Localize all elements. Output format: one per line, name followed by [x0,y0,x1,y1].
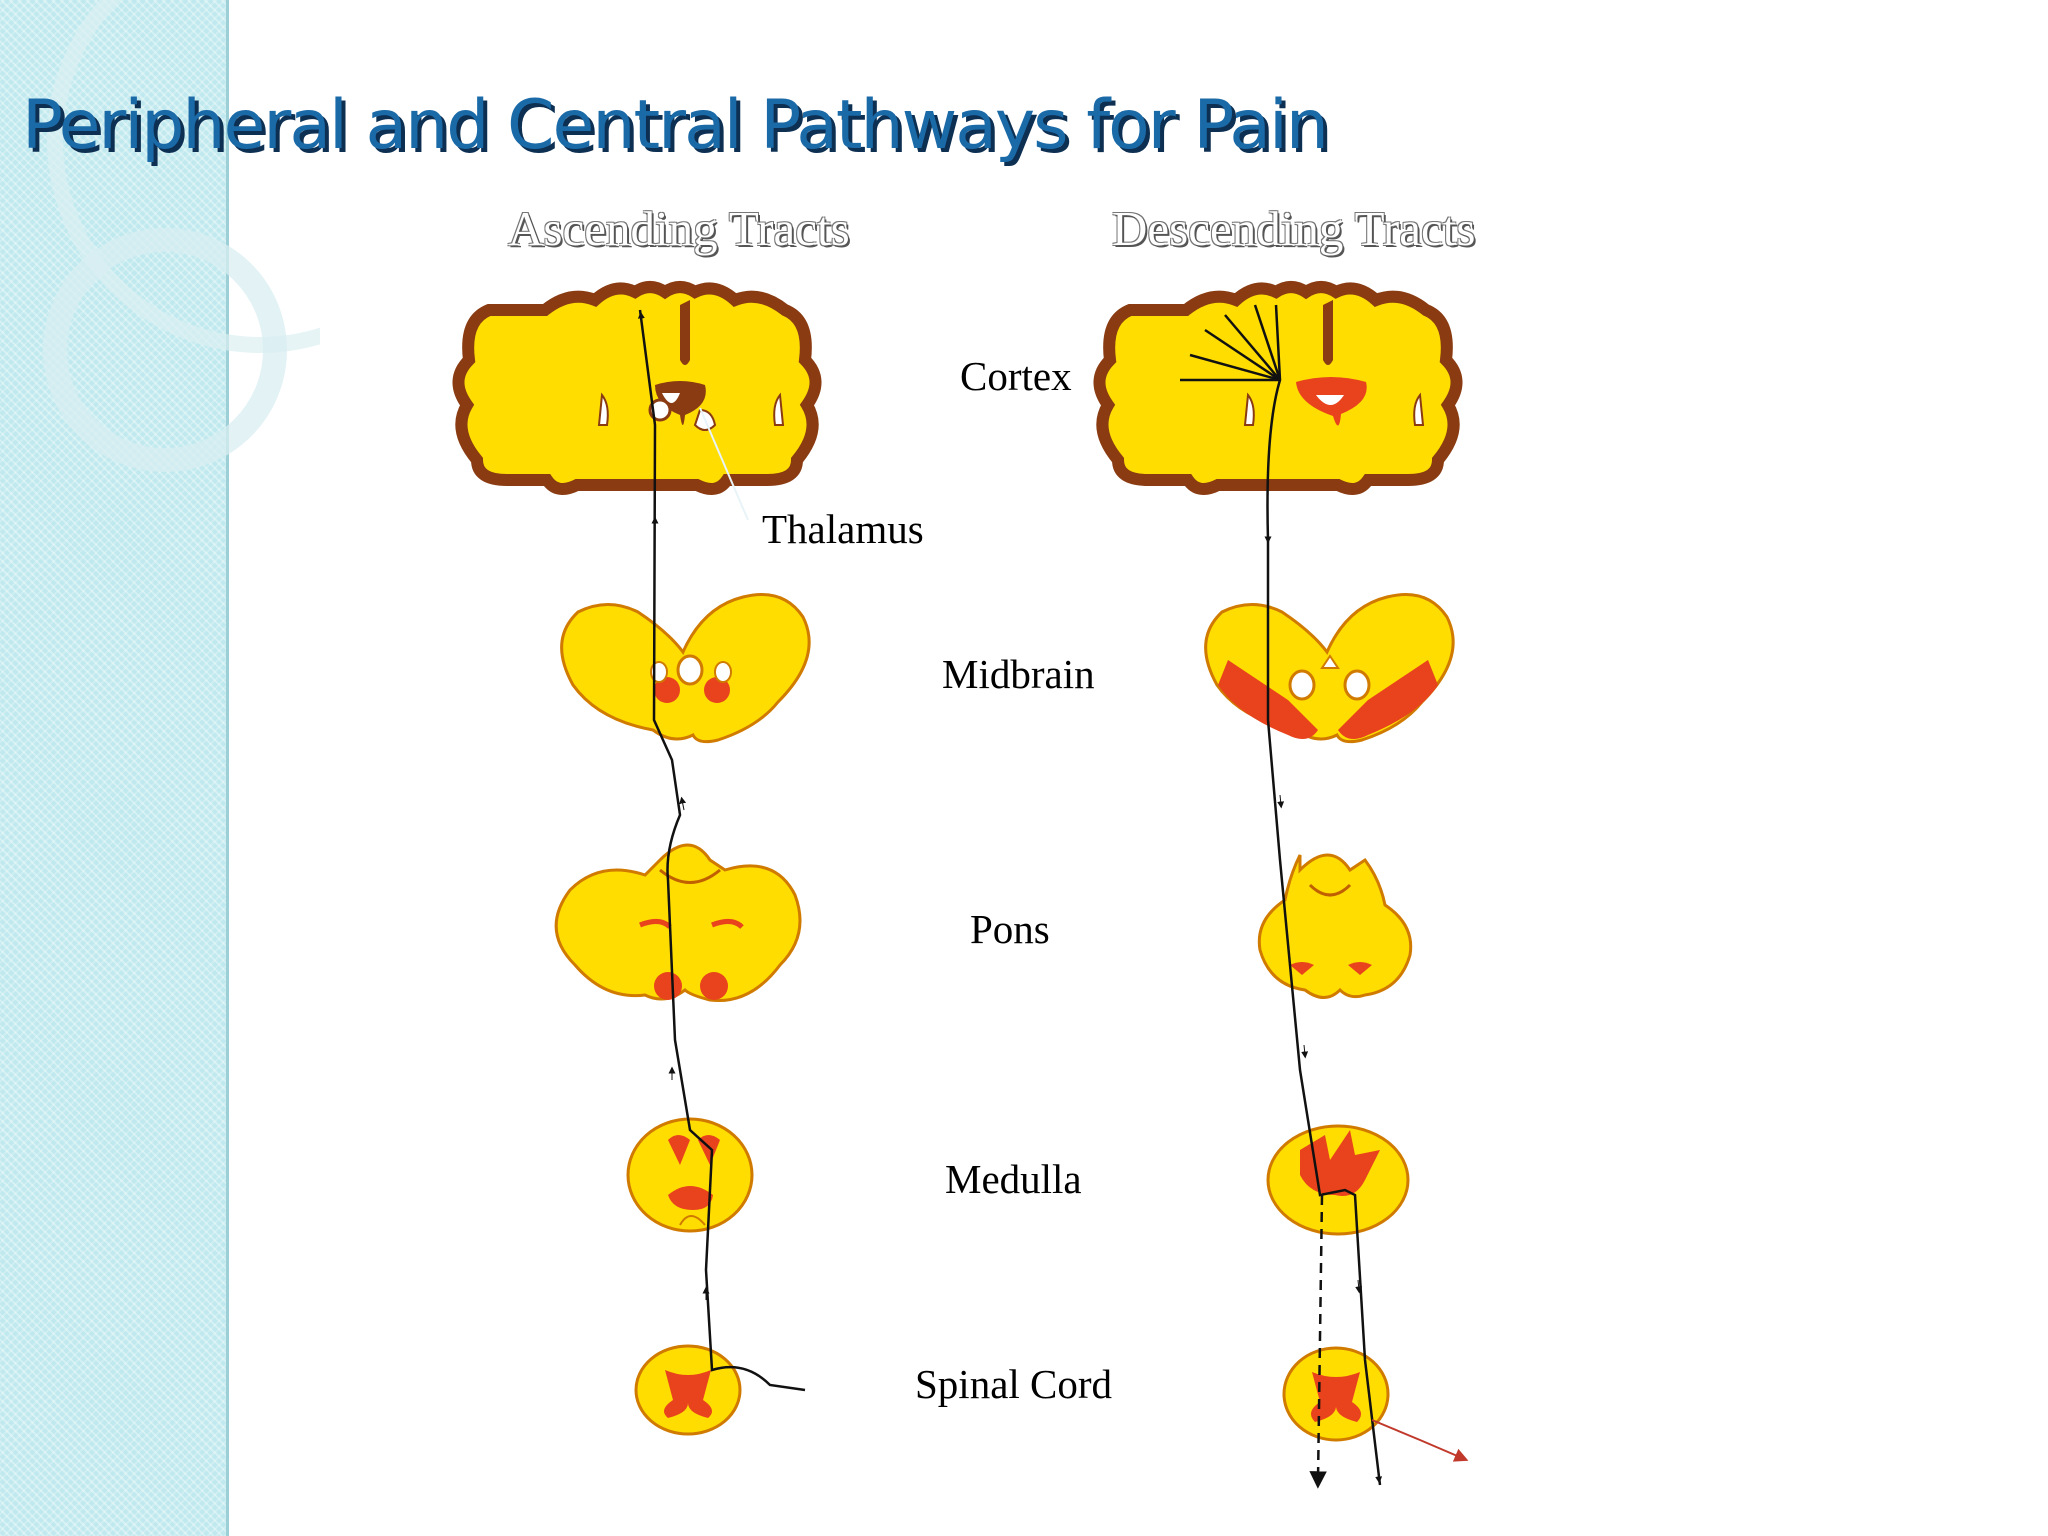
ascending-cortex-section [452,281,822,521]
descending-pons-section [1257,853,1413,999]
descending-dashed-tract [1309,1194,1327,1489]
cortical-fibers [1180,304,1282,382]
efferent-red-arrow [1371,1419,1469,1462]
level-label-pons: Pons [970,906,1050,952]
level-label-thalamus: Thalamus [762,506,924,552]
ascending-heading: Ascending Tracts [508,201,850,256]
descending-heading: Descending Tracts [1112,201,1476,256]
decorative-rings [43,0,320,472]
ascending-medulla-section [626,1117,754,1233]
ascending-spinal-cord-section [634,1344,742,1436]
descending-midbrain-section [1204,593,1455,744]
descending-medulla-section [1266,1124,1410,1236]
ascending-midbrain-section [560,593,811,744]
level-label-spinal-cord: Spinal Cord [915,1361,1112,1407]
ascending-pons-section [554,843,802,1003]
ascending-tract-line [638,309,806,1392]
level-label-cortex: Cortex [960,353,1072,399]
slide-title: Peripheral and Central Pathways for Pain [22,86,1329,165]
descending-tract-line [1266,304,1382,1486]
level-label-medulla: Medulla [945,1156,1082,1202]
descending-spinal-cord-section [1282,1346,1390,1442]
level-label-midbrain: Midbrain [942,651,1095,697]
